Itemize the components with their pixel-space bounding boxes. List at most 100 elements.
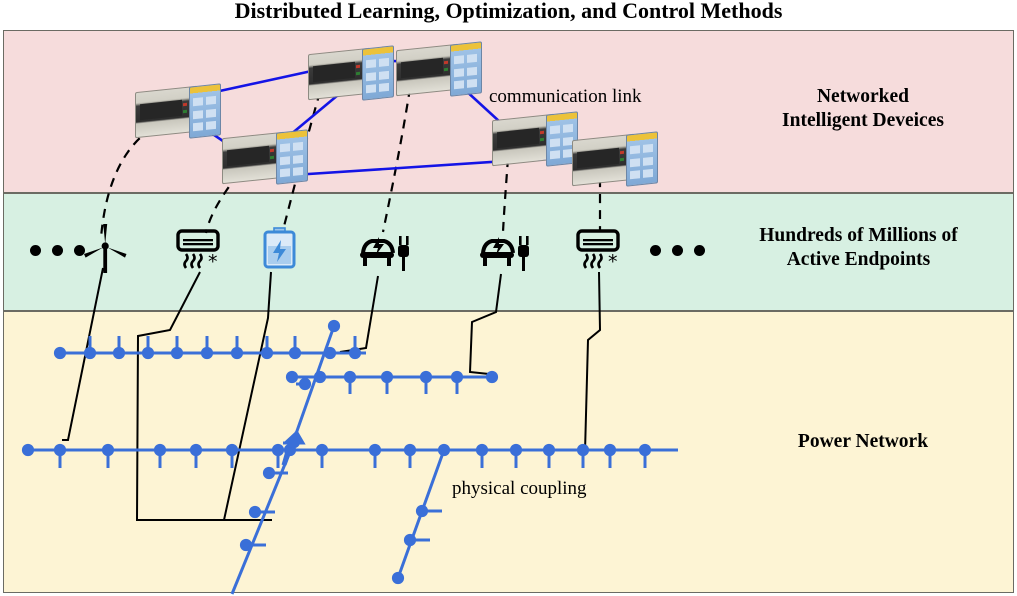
device-led-red bbox=[444, 60, 448, 65]
feeder-node bbox=[542, 443, 556, 457]
ellipsis-dot bbox=[52, 245, 63, 256]
svg-text:*: * bbox=[608, 251, 618, 273]
device-terminal-block bbox=[189, 83, 221, 139]
hvac-icon[interactable]: * bbox=[176, 228, 230, 281]
device-led-green bbox=[620, 157, 624, 162]
power-lateral-3 bbox=[391, 443, 451, 585]
device-terminal-block bbox=[276, 129, 308, 185]
feeder-node bbox=[141, 346, 155, 360]
intelligent-device-3[interactable] bbox=[222, 129, 308, 185]
physical-coupling-line bbox=[584, 271, 602, 453]
feeder-node bbox=[101, 443, 115, 457]
wind-turbine-glyph bbox=[84, 224, 127, 273]
ev-charger-glyph bbox=[360, 236, 409, 271]
feeder-node bbox=[189, 443, 203, 457]
device-terminal-block bbox=[450, 41, 482, 97]
feeder-node bbox=[230, 346, 244, 360]
feeder-node bbox=[419, 370, 433, 384]
layer-label-active-endpoints: Hundreds of Millions of Active Endpoints bbox=[706, 224, 1011, 272]
ellipsis-right bbox=[650, 245, 705, 256]
intelligent-device-2[interactable] bbox=[308, 45, 394, 101]
layer-label-networked-devices: Networked Intelligent Deveices bbox=[718, 85, 1008, 133]
layer-label-power-network: Power Network bbox=[718, 430, 1008, 454]
lateral-node bbox=[248, 505, 262, 519]
physical-coupling-line bbox=[135, 271, 272, 521]
lateral-node bbox=[391, 571, 405, 585]
power-feeder-3 bbox=[21, 443, 678, 468]
lateral-node bbox=[262, 466, 276, 480]
lateral-node bbox=[437, 443, 451, 457]
feeder-node bbox=[403, 443, 417, 457]
lateral-node bbox=[298, 377, 312, 391]
feeder-node bbox=[315, 443, 329, 457]
feeder-node bbox=[638, 443, 652, 457]
layer-label-line-1: Networked bbox=[816, 86, 910, 107]
physical-coupling-label: physical coupling bbox=[452, 478, 587, 499]
dashed-coupling bbox=[501, 157, 510, 233]
device-led-red bbox=[183, 102, 187, 107]
feeder-node bbox=[576, 443, 590, 457]
feeder-node bbox=[285, 370, 299, 384]
ellipsis-dot bbox=[672, 245, 683, 256]
feeder-node bbox=[153, 443, 167, 457]
power-riser bbox=[281, 430, 306, 466]
ellipsis-dot bbox=[694, 245, 705, 256]
ellipsis-left bbox=[30, 245, 85, 256]
svg-text:*: * bbox=[208, 251, 218, 273]
device-led-red bbox=[620, 150, 624, 155]
ev-charger-icon[interactable] bbox=[358, 231, 412, 278]
feeder-node bbox=[450, 370, 464, 384]
feeder-node bbox=[200, 346, 214, 360]
feeder-node bbox=[260, 346, 274, 360]
wind-turbine-icon[interactable] bbox=[82, 222, 130, 279]
layer-label-line-2: Intelligent Deveices bbox=[782, 109, 944, 131]
lateral-node bbox=[403, 533, 417, 547]
feeder-node bbox=[343, 370, 357, 384]
hvac-icon[interactable]: * bbox=[576, 228, 630, 281]
layer-label-line-2: Active Endpoints bbox=[786, 248, 931, 270]
riser-jog bbox=[281, 450, 289, 466]
physical-coupling-line bbox=[62, 267, 104, 441]
intelligent-device-5[interactable] bbox=[492, 111, 578, 167]
power-feeder-1 bbox=[53, 319, 366, 360]
dashed-coupling bbox=[281, 91, 322, 231]
ev-charger-icon[interactable] bbox=[478, 231, 532, 278]
ellipsis-dot bbox=[74, 245, 85, 256]
device-led-red bbox=[540, 130, 544, 135]
physical-coupling-line bbox=[339, 275, 379, 353]
communication-link-label: communication link bbox=[489, 86, 642, 107]
intelligent-device-1[interactable] bbox=[135, 83, 221, 139]
device-terminal-block bbox=[362, 45, 394, 101]
intelligent-device-6[interactable] bbox=[572, 131, 658, 187]
device-led-red bbox=[270, 148, 274, 153]
feeder-node bbox=[288, 346, 302, 360]
feeder-node bbox=[53, 346, 67, 360]
device-terminal-block bbox=[626, 131, 658, 187]
feeder-node bbox=[112, 346, 126, 360]
layer-label-line-1: Power Network bbox=[797, 431, 929, 452]
feeder-node bbox=[53, 443, 67, 457]
layer-label-line-1: Hundreds of Millions of bbox=[759, 225, 958, 246]
physical-coupling-line bbox=[468, 273, 502, 375]
device-led-red bbox=[356, 64, 360, 69]
feeder-node bbox=[83, 346, 97, 360]
feeder-node bbox=[170, 346, 184, 360]
lateral-trunk bbox=[230, 441, 296, 595]
device-led-green bbox=[183, 109, 187, 114]
hvac-glyph: * bbox=[576, 229, 620, 273]
battery-icon[interactable] bbox=[262, 227, 298, 278]
layer-power-network bbox=[3, 311, 1014, 593]
feeder-node bbox=[509, 443, 523, 457]
ev-charger-glyph bbox=[480, 236, 529, 271]
feeder-node bbox=[380, 370, 394, 384]
battery-glyph bbox=[263, 227, 296, 269]
intelligent-device-4[interactable] bbox=[396, 41, 482, 97]
hvac-glyph: * bbox=[176, 229, 220, 273]
feeder-node bbox=[603, 443, 617, 457]
feeder-node bbox=[368, 443, 382, 457]
device-led-green bbox=[270, 155, 274, 160]
ellipsis-dot bbox=[650, 245, 661, 256]
physical-coupling-line bbox=[223, 271, 272, 521]
